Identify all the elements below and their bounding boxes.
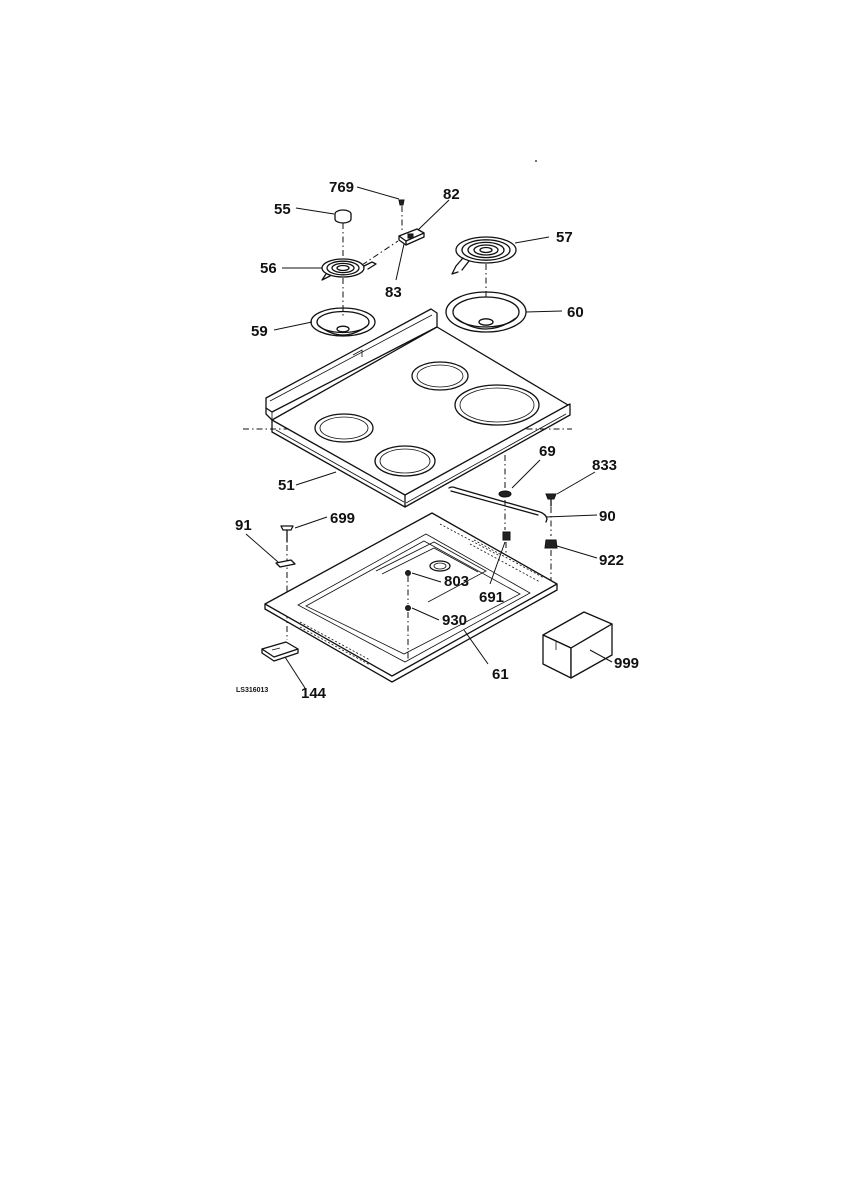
leader-lines [245,186,613,689]
part-82-terminal-block [398,228,425,246]
label-769: 769 [329,179,354,196]
label-999: 999 [614,655,639,672]
label-90: 90 [599,508,616,525]
part-69-grommet [498,455,512,530]
part-60-large-drip-bowl [445,291,527,333]
label-803: 803 [444,573,469,590]
label-82: 82 [443,186,460,203]
label-833: 833 [592,457,617,474]
label-691: 691 [479,589,504,606]
part-922-nut [544,539,558,582]
part-59-small-drip-bowl [310,307,376,337]
part-55-cap [334,209,352,224]
label-930: 930 [442,612,467,629]
label-69: 69 [539,443,556,460]
label-83: 83 [385,284,402,301]
label-57: 57 [556,229,573,246]
label-51: 51 [278,477,295,494]
label-91: 91 [235,517,252,534]
label-60: 60 [567,304,584,321]
part-61-bottom-pan [264,512,558,683]
part-90-rod [448,486,548,523]
label-922: 922 [599,552,624,569]
part-999-box [542,611,613,679]
label-61: 61 [492,666,509,683]
figure-code: LS316013 [236,687,268,694]
part-769-screw [398,199,405,232]
stray-dot [535,160,537,162]
label-144: 144 [301,685,327,702]
part-51-cooktop [265,308,571,508]
label-55: 55 [274,201,291,218]
part-56-small-surface-element [321,258,377,281]
part-144-bracket [261,641,299,662]
part-83-lead-wire [361,240,399,266]
part-57-large-surface-element [451,236,517,275]
label-699: 699 [330,510,355,527]
label-59: 59 [251,323,268,340]
label-56: 56 [260,260,277,277]
part-91-clip [275,559,296,568]
part-699-screw [280,525,294,640]
part-833-screw [545,493,557,536]
